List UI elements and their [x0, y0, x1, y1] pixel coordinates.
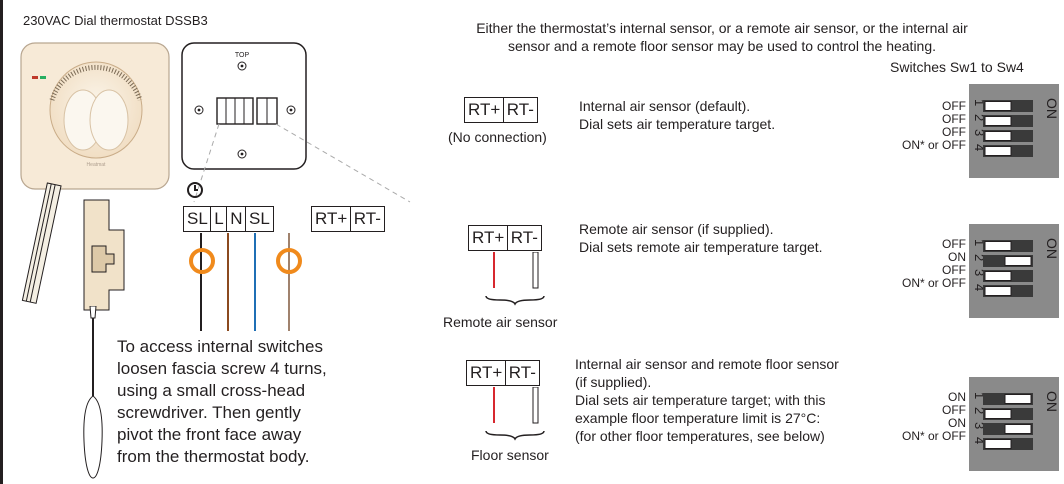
switch-knob-1 — [984, 101, 1012, 111]
config3-switch-states: ON OFF ON ON* or OFF — [901, 390, 966, 443]
config3-terminals: RT+ RT- — [466, 360, 540, 386]
intro-text: Either the thermostat’s internal sensor,… — [476, 20, 968, 54]
switch-knob-3 — [1004, 424, 1032, 434]
mains-terminal-block: SL L N SL — [183, 206, 274, 232]
config1-description: Internal air sensor (default). Dial sets… — [579, 98, 776, 132]
config2-terminals: RT+ RT- — [468, 225, 542, 251]
config3-caption: Floor sensor — [471, 447, 549, 463]
switch-number: 4 — [972, 284, 987, 291]
switch-knob-1 — [1004, 394, 1032, 404]
config3-description: Internal air sensor and remote floor sen… — [575, 356, 839, 444]
switch-number: 2 — [972, 407, 987, 414]
switch-number: 2 — [972, 254, 987, 261]
switch-number: 1 — [972, 99, 987, 106]
switch-knob-2 — [984, 116, 1012, 126]
thermostat-front-image: Heatmat — [20, 42, 170, 190]
switch-number: 3 — [972, 422, 987, 429]
switch-number: 3 — [972, 129, 987, 136]
product-title: 230VAC Dial thermostat DSSB3 — [23, 13, 208, 28]
terminal-l: L — [210, 206, 228, 232]
switch-number: 1 — [972, 239, 987, 246]
switch-on-label: ON — [1044, 391, 1059, 412]
switch-knob-3 — [984, 131, 1012, 141]
config3-dip-switch: ON 1 2 3 4 — [969, 377, 1059, 471]
switch-knob-4 — [984, 146, 1012, 156]
switch-knob-4 — [984, 286, 1012, 296]
access-instructions: To access internal switches loosen fasci… — [117, 337, 327, 466]
switch-number: 2 — [972, 114, 987, 121]
screwdriver-icon — [83, 306, 103, 479]
config2-switch-states: OFF ON OFF ON* or OFF — [901, 237, 966, 290]
config2-caption: Remote air sensor — [443, 314, 558, 330]
config1-caption: (No connection) — [448, 129, 547, 145]
switch-knob-4 — [984, 439, 1012, 449]
thermostat-backplate-image: TOP — [181, 42, 307, 170]
switch-on-label: ON — [1044, 238, 1059, 259]
switch-number: 4 — [972, 437, 987, 444]
switch-number: 3 — [972, 269, 987, 276]
switch-knob-1 — [984, 241, 1012, 251]
faceplate-top-label: TOP — [235, 52, 250, 59]
mains-wiring — [189, 233, 302, 331]
config1-switch-states: OFF OFF OFF ON* or OFF — [901, 99, 966, 152]
ferrite-ring-1 — [189, 248, 215, 274]
switch-number: 4 — [972, 144, 987, 151]
switch-knob-3 — [984, 271, 1012, 281]
switches-title: Switches Sw1 to Sw4 — [890, 59, 1024, 75]
ferrite-ring-2 — [276, 248, 302, 274]
config2-dip-switch: ON 1 2 3 4 — [969, 224, 1059, 318]
svg-text:Heatmat: Heatmat — [87, 162, 107, 168]
page-left-border — [0, 0, 3, 484]
config3-sensor-wiring — [485, 387, 545, 441]
switch-knob-2 — [1004, 256, 1032, 266]
terminal-n: N — [226, 206, 247, 232]
config1-dip-switch: ON 1 2 3 4 — [969, 84, 1059, 178]
terminal-sl-1: SL — [183, 206, 212, 232]
config1-terminals: RT+ RT- — [464, 97, 538, 123]
switch-knob-2 — [984, 409, 1012, 419]
terminal-sl-2: SL — [245, 206, 274, 232]
config2-description: Remote air sensor (if supplied). Dial se… — [579, 221, 823, 255]
config2-sensor-wiring — [485, 252, 545, 306]
thermostat-side-view-image — [21, 182, 125, 311]
switch-number: 1 — [972, 392, 987, 399]
switch-on-label: ON — [1044, 98, 1059, 119]
sensor-terminal-block: RT+ RT- — [311, 206, 385, 232]
clock-icon — [187, 182, 203, 198]
terminal-rt-plus: RT+ — [311, 206, 352, 232]
terminal-rt-minus: RT- — [349, 206, 385, 232]
